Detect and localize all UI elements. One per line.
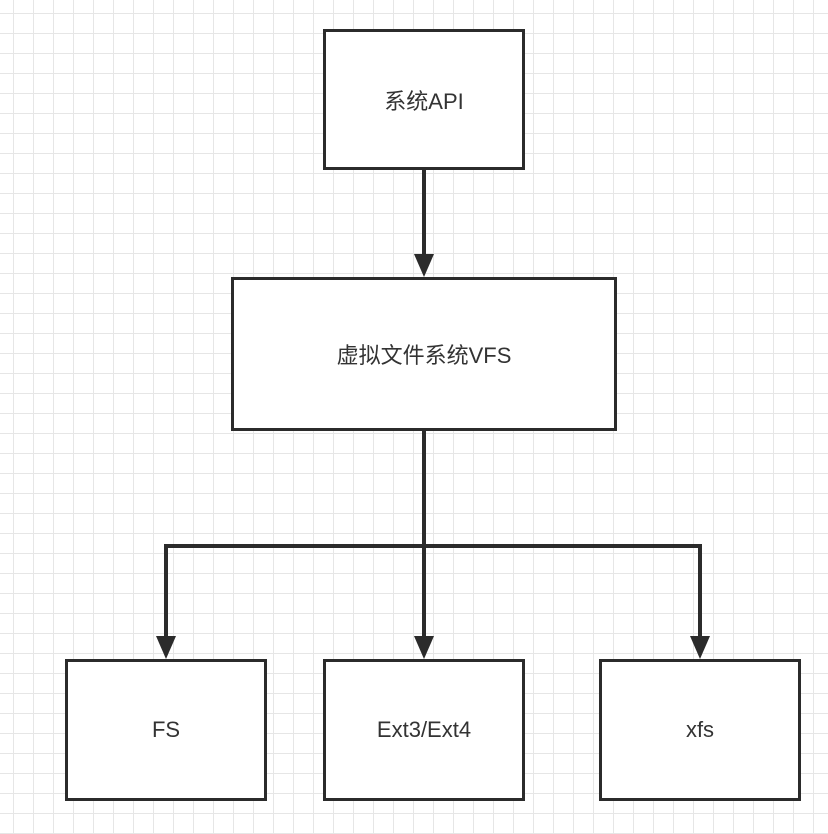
arrowhead-vfs <box>414 254 434 277</box>
node-xfs-label: xfs <box>685 717 715 742</box>
node-system-api-label: 系统API <box>384 88 464 114</box>
node-xfs[interactable]: xfs <box>599 659 801 801</box>
arrowhead-xfs <box>690 636 710 659</box>
node-ext-label: Ext3/Ext4 <box>376 717 472 742</box>
arrowhead-ext <box>414 636 434 659</box>
node-vfs[interactable]: 虚拟文件系统VFS <box>231 277 617 431</box>
node-fs[interactable]: FS <box>65 659 267 801</box>
node-fs-label: FS <box>151 717 181 742</box>
node-ext[interactable]: Ext3/Ext4 <box>323 659 525 801</box>
node-system-api[interactable]: 系统API <box>323 29 525 170</box>
arrowhead-fs <box>156 636 176 659</box>
node-vfs-label: 虚拟文件系统VFS <box>336 343 512 368</box>
